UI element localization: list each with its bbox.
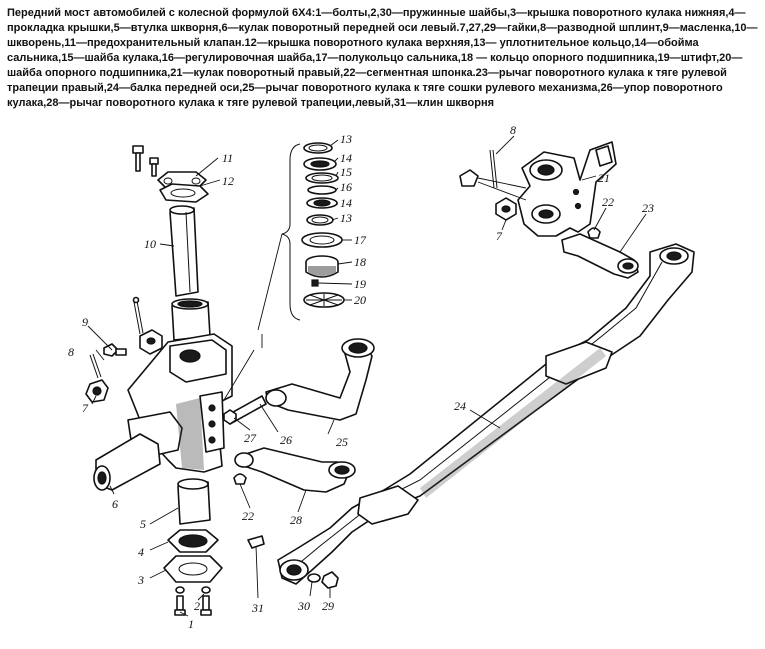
label-15: 15 <box>340 165 352 179</box>
label-1: 1 <box>188 617 194 631</box>
label-16: 16 <box>340 180 352 194</box>
label-13-top: 13 <box>340 132 352 146</box>
beam-spring-washer <box>307 573 321 583</box>
label-6: 6 <box>112 497 118 511</box>
label-14-bottom: 14 <box>340 196 352 210</box>
cotter-pin-right <box>489 149 498 189</box>
label-20: 20 <box>354 293 366 307</box>
stack-knuckle-washer <box>305 172 339 184</box>
knuckle-nut <box>223 409 237 425</box>
segment-key-right <box>587 227 601 239</box>
stack-seal-retainer-1 <box>303 157 337 171</box>
cotter-pin-upper <box>132 296 144 335</box>
kingpin-bushing-lower <box>177 478 211 525</box>
stack-seal-ring-1 <box>303 142 333 154</box>
kingpin-bushing-upper <box>171 298 211 341</box>
label-31: 31 <box>251 601 264 615</box>
steering-arm-drag-link <box>265 338 375 421</box>
label-27: 27 <box>244 431 257 445</box>
front-axle-beam <box>277 243 695 585</box>
upper-cover <box>157 171 209 203</box>
beam-nut <box>321 571 339 589</box>
castle-nut-right <box>495 197 517 221</box>
label-14-top: 14 <box>340 151 352 165</box>
castle-nut-upper <box>139 329 163 355</box>
diagram-caption: Передний мост автомобилей с колесной фор… <box>7 7 758 109</box>
label-21: 21 <box>598 171 610 185</box>
label-10: 10 <box>144 237 156 251</box>
label-22-left: 22 <box>242 509 254 523</box>
label-28: 28 <box>290 513 302 527</box>
label-8-right: 8 <box>510 123 516 137</box>
label-2: 2 <box>194 599 200 613</box>
label-8-left: 8 <box>68 345 74 359</box>
label-29: 29 <box>322 599 334 613</box>
stack-bearing-ring <box>305 255 339 278</box>
kingpin <box>169 205 199 297</box>
label-3: 3 <box>137 573 144 587</box>
label-17: 17 <box>354 233 367 247</box>
castle-nut-left <box>85 379 109 403</box>
label-30: 30 <box>297 599 310 613</box>
stack-pin <box>311 279 319 287</box>
label-5: 5 <box>140 517 146 531</box>
safety-valve-bolt <box>132 145 159 177</box>
leader-lines <box>87 135 647 617</box>
label-18: 18 <box>354 255 366 269</box>
label-22-right: 22 <box>602 195 614 209</box>
grease-fitting <box>103 343 127 357</box>
label-23: 23 <box>642 201 654 215</box>
label-4: 4 <box>138 545 144 559</box>
label-12: 12 <box>222 174 234 188</box>
label-7-right: 7 <box>496 229 503 243</box>
label-13-bottom: 13 <box>340 211 352 225</box>
steering-arm-tie-rod-left <box>234 447 356 493</box>
steering-knuckle-right <box>517 141 617 237</box>
steering-arm-tie-rod-right <box>561 233 639 279</box>
segment-key-lower <box>233 473 247 485</box>
kingpin-wedge <box>247 535 265 549</box>
label-26: 26 <box>280 433 292 447</box>
stack-seal-retainer-2 <box>306 197 338 209</box>
label-25: 25 <box>336 435 348 449</box>
lower-cover-gasket <box>167 529 219 553</box>
label-11: 11 <box>222 151 233 165</box>
stack-seal-half-ring <box>301 232 343 248</box>
cotter-pin-left <box>89 353 102 379</box>
stack-adjusting-washer <box>307 185 337 195</box>
stack-bearing-washer <box>303 292 345 308</box>
label-7-left: 7 <box>82 401 89 415</box>
bearing-stack-bracket <box>223 143 301 401</box>
grease-fitting-right <box>459 169 527 201</box>
label-24: 24 <box>454 399 466 413</box>
spring-washers <box>175 586 211 594</box>
label-9: 9 <box>82 315 88 329</box>
label-19: 19 <box>354 277 366 291</box>
steering-knuckle-left <box>93 333 233 491</box>
stack-seal-ring-2 <box>306 214 334 226</box>
lower-cover <box>163 555 223 583</box>
